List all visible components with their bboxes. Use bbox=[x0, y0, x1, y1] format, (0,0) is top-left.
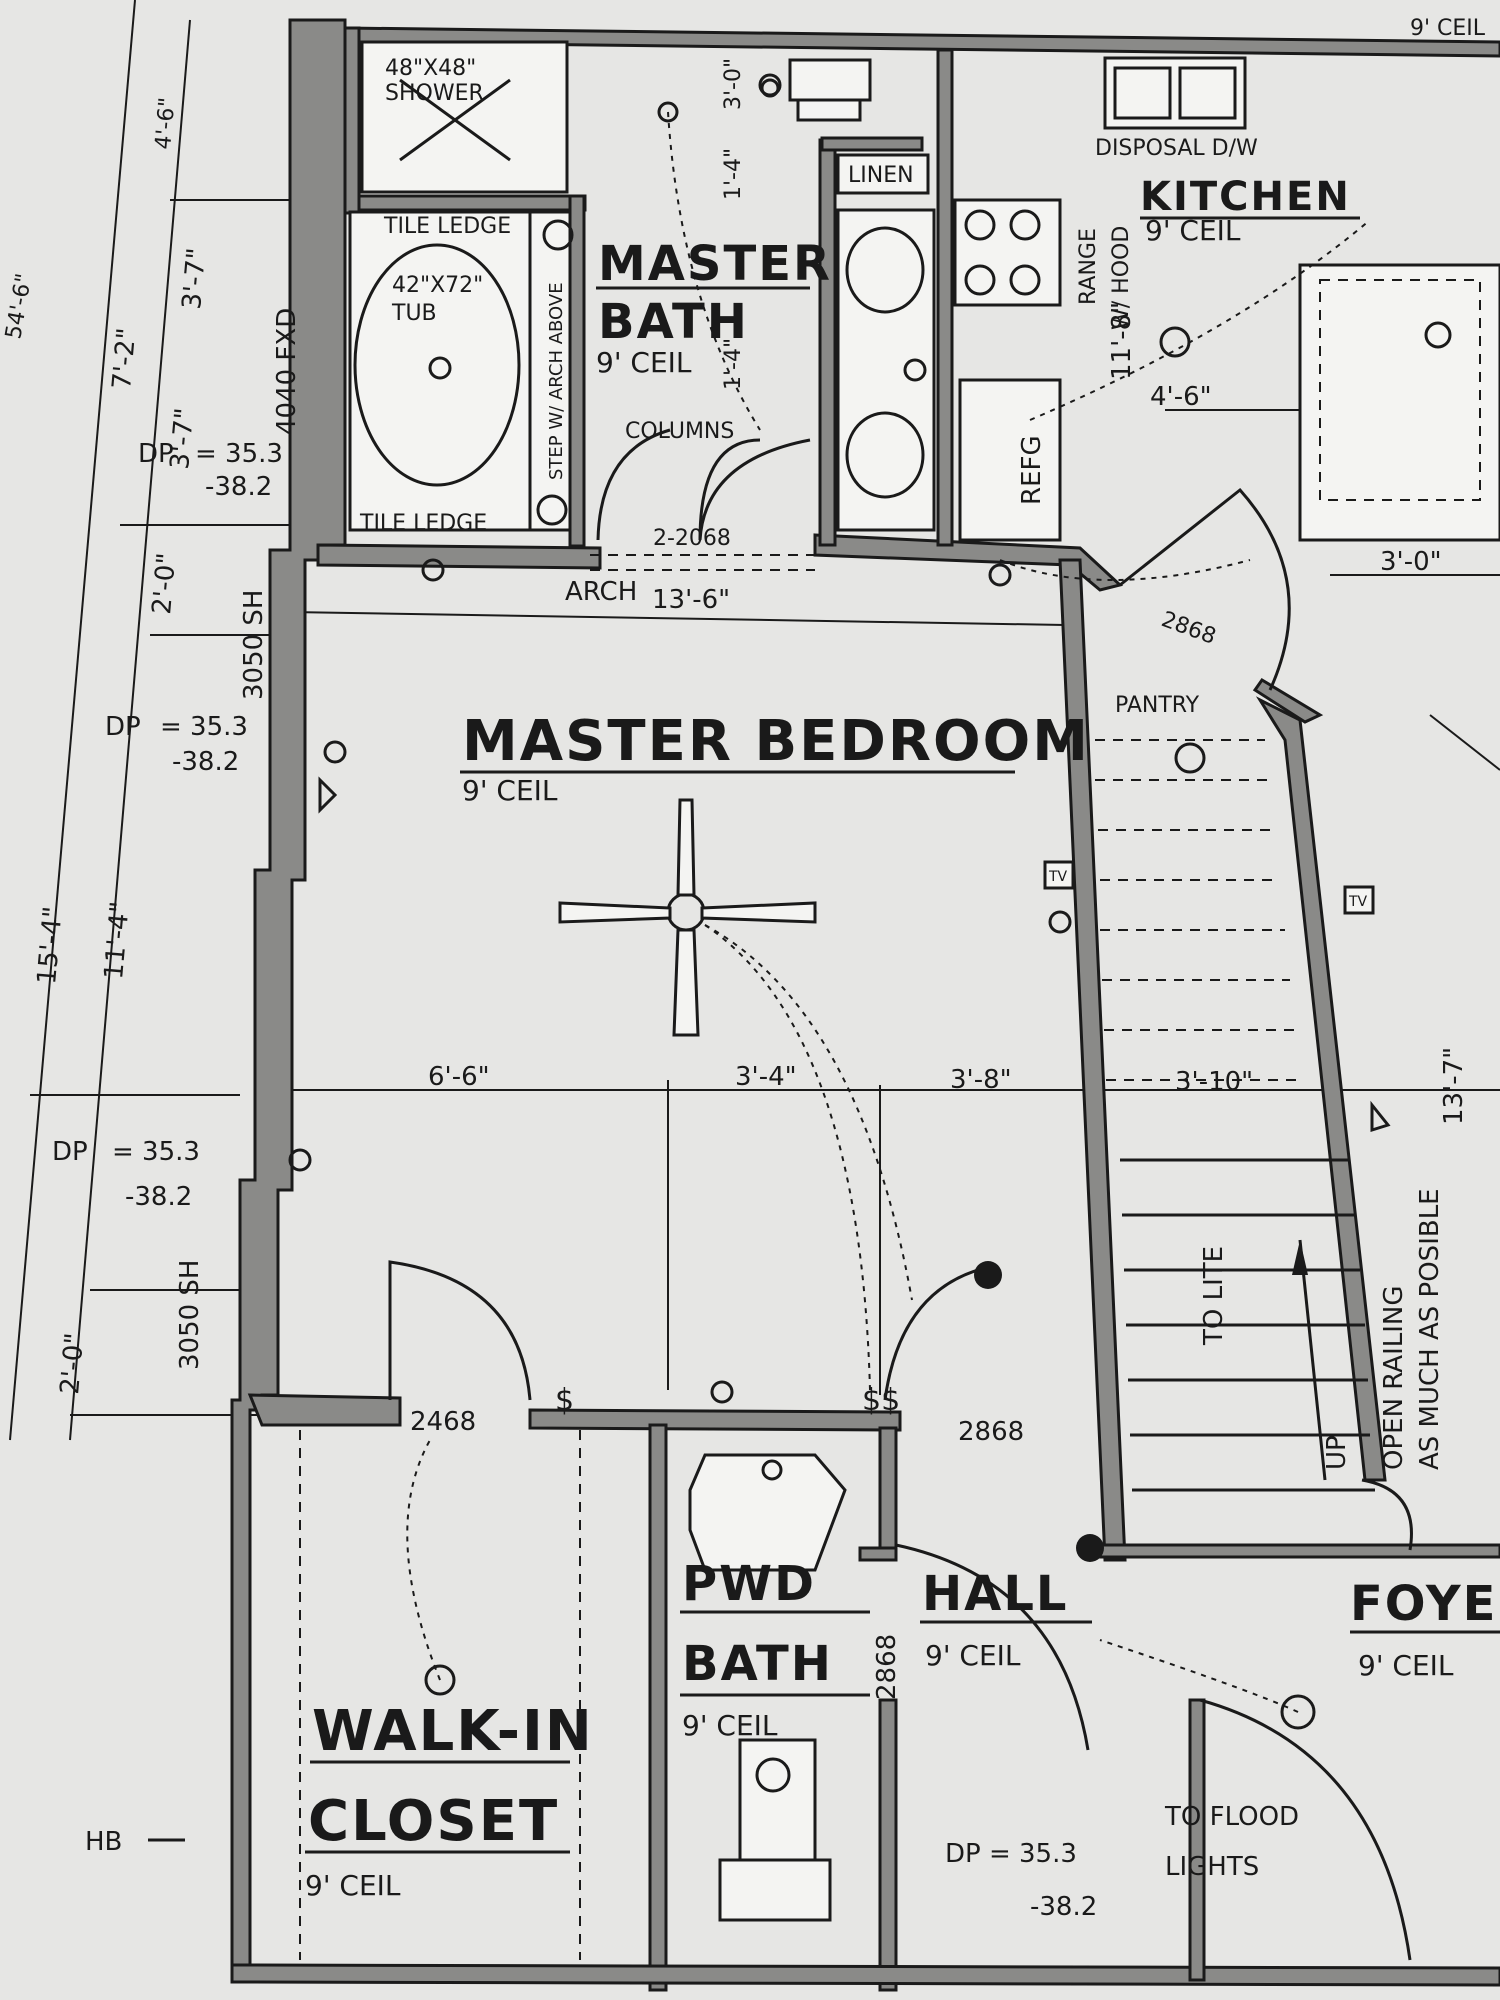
linen-label: LINEN bbox=[848, 163, 914, 188]
powder-bath: PWD BATH 9' CEIL 2868 bbox=[680, 1453, 902, 1922]
flood-note-2: LIGHTS bbox=[1165, 1852, 1259, 1882]
switch-icon-b: $$ bbox=[862, 1383, 900, 1418]
dp-a-2: -38.2 bbox=[205, 472, 272, 502]
pwd-title-1: PWD bbox=[682, 1556, 816, 1612]
dim-3-8: 3'-8" bbox=[950, 1065, 1012, 1095]
dp-b-0: DP bbox=[105, 712, 141, 742]
dp-c-0: DP bbox=[52, 1137, 88, 1167]
dim-11-8: 11'-8" bbox=[1107, 302, 1137, 380]
tile-ledge-bottom: TILE LEDGE bbox=[359, 511, 487, 536]
dim-15-4: 15'-4" bbox=[32, 905, 69, 985]
smoke-detector-icon-b bbox=[1076, 1534, 1104, 1562]
dim-2-0-bot: 2'-0" bbox=[55, 1332, 90, 1396]
dp-d-1: DP = 35.3 bbox=[945, 1839, 1077, 1869]
tile-ledge-top: TILE LEDGE bbox=[383, 214, 511, 239]
hall-door-2868: 2868 bbox=[958, 1417, 1024, 1447]
hall-foyer: 2868 HALL 9' CEIL FOYE 9' CEIL TO FLOOD … bbox=[895, 1417, 1500, 1961]
dim-3-7b: 3'-7" bbox=[165, 407, 200, 471]
stair-note: TO LITE bbox=[1199, 1246, 1229, 1346]
master-bedroom-title: MASTER BEDROOM bbox=[462, 709, 1090, 774]
shower-label: SHOWER bbox=[385, 81, 484, 106]
shower: 48"X48" SHOWER bbox=[360, 40, 569, 194]
dim-3-0-top: 3'-0" bbox=[721, 58, 746, 110]
dim-7-2: 7'-2" bbox=[107, 327, 142, 391]
stair-up: UP bbox=[1322, 1435, 1352, 1470]
hood-label: W/ HOOD bbox=[1109, 226, 1134, 330]
dim-3-7: 3'-7" bbox=[177, 247, 212, 311]
walkin-title-1: WALK-IN bbox=[312, 1699, 594, 1764]
dim-1-4b: 1'-4" bbox=[721, 338, 746, 390]
pantry: 2868 PANTRY TV TV bbox=[1043, 487, 1375, 1081]
kitchen: DISPOSAL D/W KITCHEN 9' CEIL RANGE W/ HO… bbox=[953, 56, 1500, 581]
smoke-detector-icon bbox=[974, 1261, 1002, 1289]
tv-label-right: TV bbox=[1348, 894, 1368, 910]
pantry-label: PANTRY bbox=[1115, 693, 1200, 718]
tub-label: TUB bbox=[391, 301, 437, 326]
columns-label: COLUMNS bbox=[625, 419, 734, 444]
dp-a-1: = 35.3 bbox=[195, 439, 283, 469]
walk-in-closet: 2468 WALK-IN CLOSET 9' CEIL HB bbox=[85, 1407, 594, 1960]
kitchen-title: KITCHEN bbox=[1140, 174, 1351, 220]
stairs: TO LITE UP OPEN RAILING AS MUCH AS POSIB… bbox=[1120, 1047, 1469, 1551]
disposal-label: DISPOSAL D/W bbox=[1095, 136, 1258, 161]
hall-title: HALL bbox=[922, 1566, 1069, 1622]
shower-size: 48"X48" bbox=[385, 56, 476, 81]
dim-4-6b: 4'-6" bbox=[1150, 382, 1212, 412]
tub: TILE LEDGE TILE LEDGE 42"X72" TUB STEP W… bbox=[348, 210, 574, 536]
foyer-title: FOYE bbox=[1350, 1576, 1497, 1632]
window-3050-b: 3050 SH bbox=[175, 1260, 205, 1371]
master-bath: MASTER BATH 9' CEIL LINEN COLUMNS 2-2068… bbox=[565, 58, 936, 615]
range-label: RANGE bbox=[1076, 228, 1101, 305]
dp-b-1: = 35.3 bbox=[160, 712, 248, 742]
dp-c-2: -38.2 bbox=[125, 1182, 192, 1212]
tub-size: 42"X72" bbox=[392, 273, 483, 298]
master-bedroom: MASTER BEDROOM 9' CEIL 6'-6" 3'-4" 3'-8"… bbox=[288, 558, 1253, 1418]
pantry-door-2868: 2868 bbox=[1158, 607, 1219, 650]
foyer-ceil: 9' CEIL bbox=[1358, 1649, 1454, 1682]
refg-label: REFG bbox=[1017, 435, 1047, 505]
railing-note-1: OPEN RAILING bbox=[1379, 1285, 1409, 1470]
dim-13-7: 13'-7" bbox=[1439, 1047, 1469, 1125]
dim-3-4: 3'-4" bbox=[735, 1062, 797, 1092]
arch-label: ARCH bbox=[565, 577, 637, 607]
walkin-title-2: CLOSET bbox=[308, 1789, 559, 1854]
dim-6-6: 6'-6" bbox=[428, 1062, 490, 1092]
window-4040: 4040 FXD bbox=[272, 308, 302, 435]
dim-3-10: 3'-10" bbox=[1175, 1067, 1253, 1097]
window-3050-a: 3050 SH bbox=[239, 590, 269, 701]
walkin-ceil: 9' CEIL bbox=[305, 1869, 401, 1902]
dim-13-6: 13'-6" bbox=[652, 585, 730, 615]
pwd-title-2: BATH bbox=[682, 1636, 833, 1692]
dim-11-4: 11'-4" bbox=[99, 900, 136, 980]
master-bedroom-ceil: 9' CEIL bbox=[462, 774, 558, 807]
switch-icon-a: $ bbox=[555, 1383, 574, 1418]
dimension-lines bbox=[9, 0, 1500, 1441]
pwd-ceil: 9' CEIL bbox=[682, 1709, 778, 1742]
door-2468: 2468 bbox=[410, 1407, 476, 1437]
dim-4-6: 4'-6" bbox=[151, 96, 180, 150]
railing-note-2: AS MUCH AS POSIBLE bbox=[1415, 1188, 1445, 1470]
dp-c-1: = 35.3 bbox=[112, 1137, 200, 1167]
hall-ceil: 9' CEIL bbox=[925, 1639, 1021, 1672]
pwd-door-2868: 2868 bbox=[872, 1634, 902, 1700]
tv-label-left: TV bbox=[1048, 869, 1068, 885]
dim-3-0b: 3'-0" bbox=[1380, 547, 1442, 577]
dim-2-0-top: 2'-0" bbox=[147, 552, 182, 616]
dim-overall: 54'-6" bbox=[1, 272, 37, 341]
master-bath-ceil: 9' CEIL bbox=[596, 346, 692, 379]
master-bath-title-2: BATH bbox=[598, 294, 749, 350]
walls bbox=[230, 18, 1500, 1992]
flood-note-1: TO FLOOD bbox=[1164, 1802, 1299, 1832]
dp-d-2: -38.2 bbox=[1030, 1892, 1097, 1922]
top-ceil: 9' CEIL bbox=[1410, 16, 1486, 41]
kitchen-ceil: 9' CEIL bbox=[1145, 214, 1241, 247]
step-note: STEP W/ ARCH ABOVE bbox=[546, 282, 567, 480]
door-2-2068: 2-2068 bbox=[653, 526, 731, 551]
dp-a-0: DP bbox=[138, 439, 174, 469]
hb-label: HB bbox=[85, 1827, 122, 1857]
master-bath-title-1: MASTER bbox=[598, 236, 832, 292]
dp-b-2: -38.2 bbox=[172, 747, 239, 777]
dim-1-4: 1'-4" bbox=[721, 148, 746, 200]
